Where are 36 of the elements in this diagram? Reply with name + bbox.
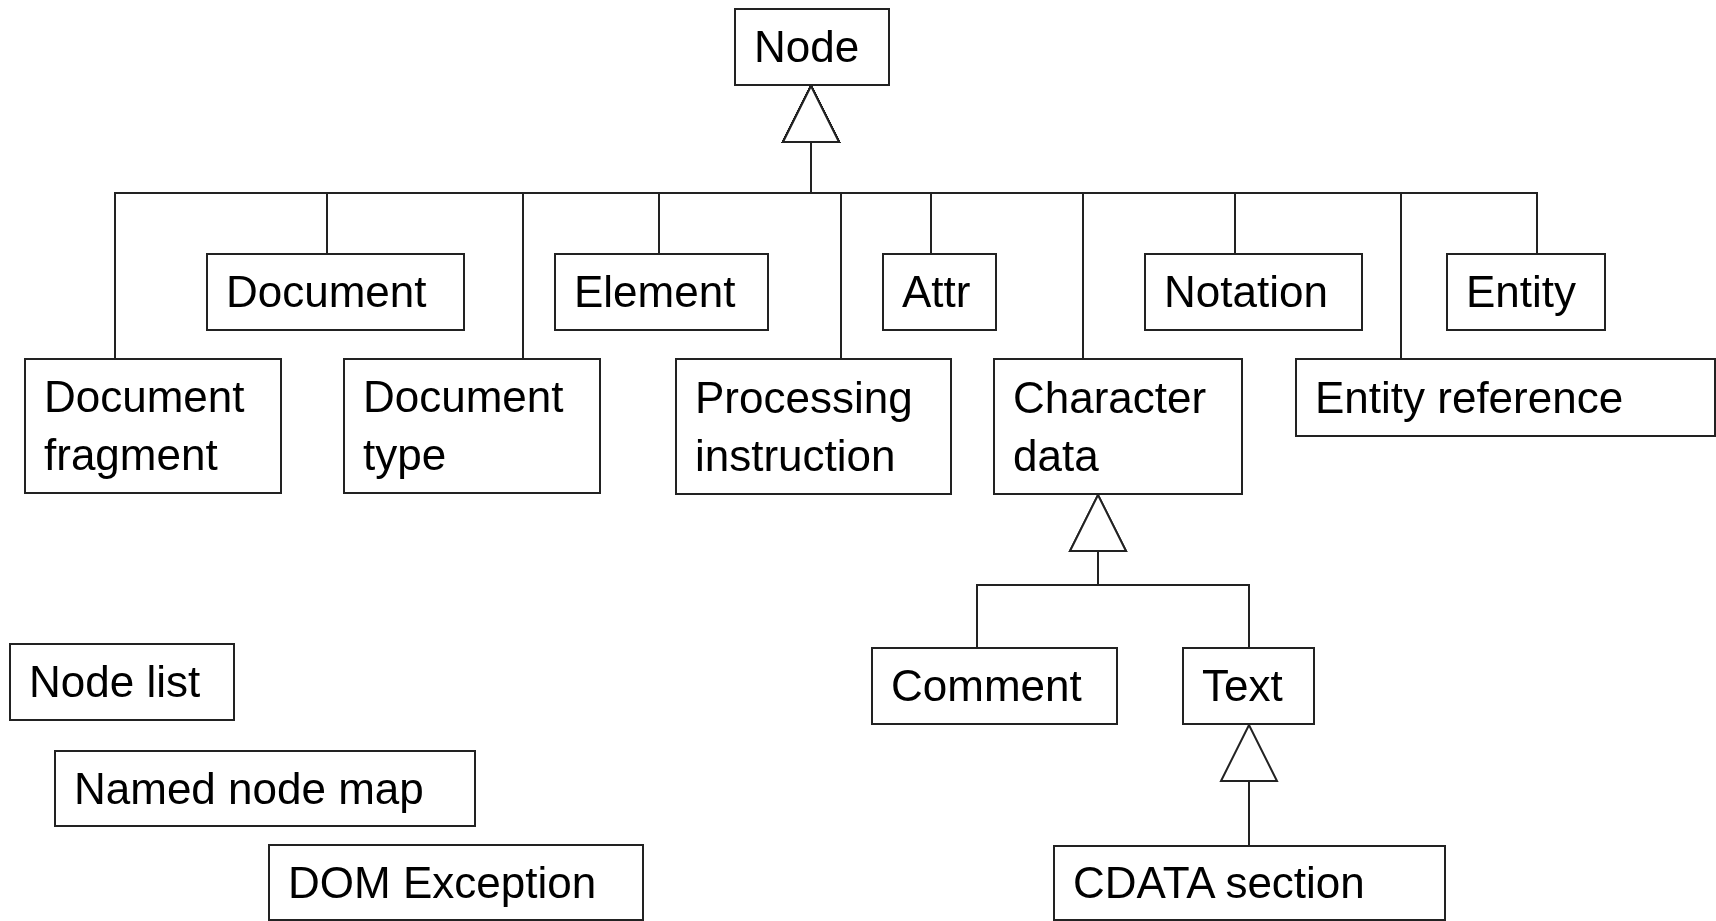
class-name: DOM Exception: [288, 856, 598, 909]
inheritance-arrow: [1220, 724, 1278, 846]
class-box: [54, 750, 476, 827]
class-name: Text: [1202, 660, 1284, 712]
class-name: Named node map: [74, 762, 425, 815]
class-box: [1295, 358, 1716, 437]
class-box: [1182, 647, 1315, 725]
inheritance-arrow: [1069, 494, 1250, 648]
class-name: Node list: [29, 656, 202, 708]
class-name: Comment: [891, 660, 1083, 712]
class-name: Element: [574, 266, 737, 318]
class-box: [206, 253, 465, 331]
class-box: [734, 8, 890, 86]
class-box: [343, 358, 601, 494]
class-name: Processing instruction: [695, 371, 914, 482]
class-box: [871, 647, 1118, 725]
class-name: Document fragment: [44, 371, 246, 481]
class-box: [1053, 845, 1446, 921]
class-name: Entity: [1466, 266, 1578, 318]
class-name: CDATA section: [1073, 857, 1366, 909]
class-box: [882, 253, 997, 331]
class-box: [1446, 253, 1606, 331]
class-box: [1144, 253, 1363, 331]
class-name: Notation: [1164, 266, 1329, 318]
class-box: [554, 253, 769, 331]
class-box: [9, 643, 235, 721]
class-box: [268, 844, 644, 921]
class-name: Character data: [1013, 371, 1208, 482]
class-name: Document: [226, 266, 428, 318]
class-box: [675, 358, 952, 495]
class-name: Document type: [363, 371, 565, 481]
class-box: [993, 358, 1243, 495]
class-box: [24, 358, 282, 494]
class-name: Entity reference: [1315, 371, 1625, 424]
class-name: Attr: [902, 266, 972, 318]
class-name: Node: [754, 21, 861, 73]
